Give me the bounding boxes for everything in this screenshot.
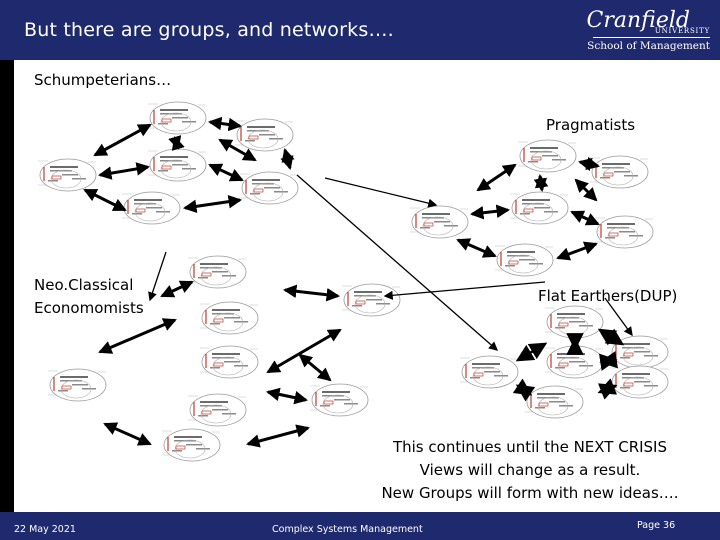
concept-map-node [199, 345, 259, 379]
note-line: Views will change as a result. [419, 461, 641, 479]
concept-map-node [609, 365, 669, 399]
cluster-schumpeterians [37, 101, 299, 225]
concept-map-node [37, 158, 97, 192]
label-pragmatists: Pragmatists [546, 116, 636, 134]
note-line: New Groups will form with new ideas…. [381, 484, 679, 502]
cluster-flat-earthers [459, 305, 669, 419]
logo-school: School of Management [587, 40, 710, 52]
slide-footer: 22 May 2021 Complex Systems Management P… [0, 512, 720, 540]
logo-subtitle: UNIVERSITY [654, 27, 710, 35]
concept-map-node [121, 191, 181, 225]
concept-map-node [509, 191, 569, 225]
inter-group-arrows [148, 174, 633, 351]
university-logo: Cranfield UNIVERSITY School of Managemen… [587, 6, 712, 56]
slide-header: But there are groups, and networks…. Cra… [0, 0, 720, 60]
label-flat-earthers: Flat Earthers(DUP) [538, 287, 678, 305]
concept-map-node [187, 255, 247, 289]
concept-map-node [147, 101, 207, 135]
concept-map-node [234, 118, 294, 152]
logo-wordmark: Cranfield [586, 8, 690, 33]
left-accent-bar [0, 60, 14, 512]
note-line: This continues until the NEXT CRISIS [392, 438, 668, 456]
concept-map-node [544, 345, 604, 379]
cluster-neoclassical [47, 255, 401, 462]
footer-date: 22 May 2021 [14, 524, 76, 535]
concept-map-node [524, 385, 584, 419]
concept-map-node [161, 428, 221, 462]
label-neoclassical-line1: Neo.Classical [34, 276, 134, 294]
concept-map-node [187, 393, 247, 427]
concept-map-node [147, 148, 207, 182]
concept-map-node [47, 368, 107, 402]
concept-map-node [309, 383, 369, 417]
concept-map-node [239, 171, 299, 205]
label-neoclassical-line2: Economomists [34, 299, 144, 317]
concept-map-node [459, 355, 519, 389]
closing-note: This continues until the NEXT CRISIS Vie… [340, 436, 720, 505]
concept-map-node [517, 139, 577, 173]
concept-map-node [341, 283, 401, 317]
slide-title: But there are groups, and networks…. [24, 19, 394, 41]
cluster-pragmatists [409, 139, 654, 277]
label-schumpeterians: Schumpeterians… [34, 71, 172, 89]
concept-map-node [409, 205, 469, 239]
concept-map-node [594, 215, 654, 249]
concept-map-node [199, 301, 259, 335]
footer-course: Complex Systems Management [272, 524, 423, 535]
footer-page-number: Page 36 [637, 520, 676, 531]
concept-map-node [589, 155, 649, 189]
concept-map-node [544, 305, 604, 339]
concept-map-node [494, 243, 554, 277]
logo-divider [593, 37, 710, 38]
